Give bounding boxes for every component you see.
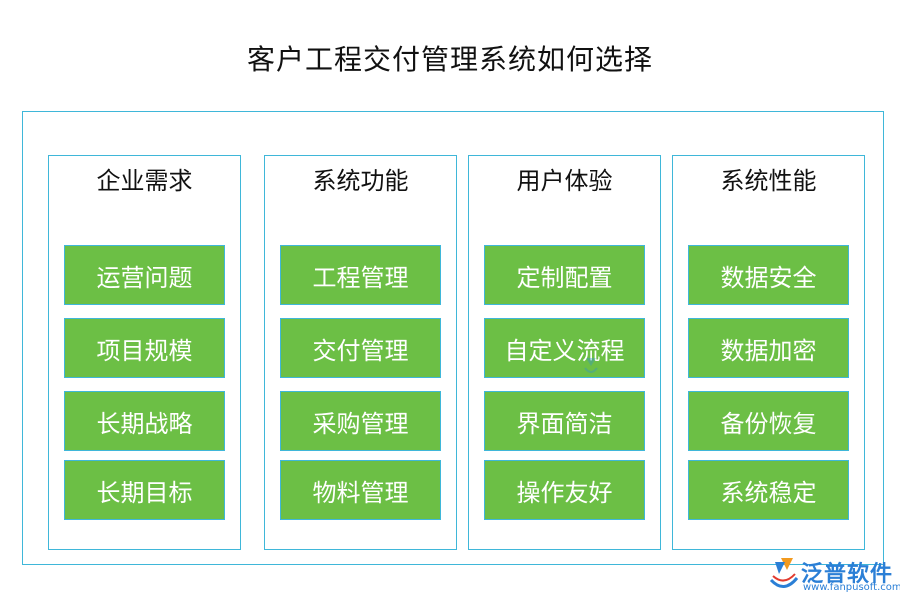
item-box: 数据加密 — [688, 318, 849, 378]
item-box: 运营问题 — [64, 245, 225, 305]
item-box: 项目规模 — [64, 318, 225, 378]
item-box: 交付管理 — [280, 318, 441, 378]
column-system-performance: 系统性能 数据安全 数据加密 备份恢复 系统稳定 — [672, 155, 865, 550]
item-box: 界面简洁 — [484, 391, 645, 451]
logo-url: www.fanpusoft.com — [803, 582, 900, 593]
column-header: 系统功能 — [312, 167, 409, 195]
item-box: 自定义流程 — [484, 318, 645, 378]
item-box: 系统稳定 — [688, 460, 849, 520]
column-user-experience: 用户体验 定制配置 自定义流程 界面简洁 操作友好 — [468, 155, 661, 550]
outer-frame — [22, 111, 884, 565]
item-box: 物料管理 — [280, 460, 441, 520]
column-enterprise-needs: 企业需求 运营问题 项目规模 长期战略 长期目标 — [48, 155, 241, 550]
item-box: 长期目标 — [64, 460, 225, 520]
item-box: 操作友好 — [484, 460, 645, 520]
column-header: 系统性能 — [720, 167, 817, 195]
item-box: 数据安全 — [688, 245, 849, 305]
watermark — [583, 352, 643, 380]
item-box: 采购管理 — [280, 391, 441, 451]
column-header: 用户体验 — [516, 167, 613, 195]
column-system-functions: 系统功能 工程管理 交付管理 采购管理 物料管理 — [264, 155, 457, 550]
column-header: 企业需求 — [96, 167, 193, 195]
fanpu-logo-icon — [769, 558, 799, 588]
diagram-title: 客户工程交付管理系统如何选择 — [246, 43, 653, 76]
fanpu-logo-icon — [584, 358, 598, 373]
item-box: 备份恢复 — [688, 391, 849, 451]
item-box: 长期战略 — [64, 391, 225, 451]
item-box: 工程管理 — [280, 245, 441, 305]
item-box: 定制配置 — [484, 245, 645, 305]
logo-name: 泛普软件 — [801, 562, 894, 587]
brand-logo: 泛普软件 www.fanpusoft.com — [767, 554, 900, 596]
